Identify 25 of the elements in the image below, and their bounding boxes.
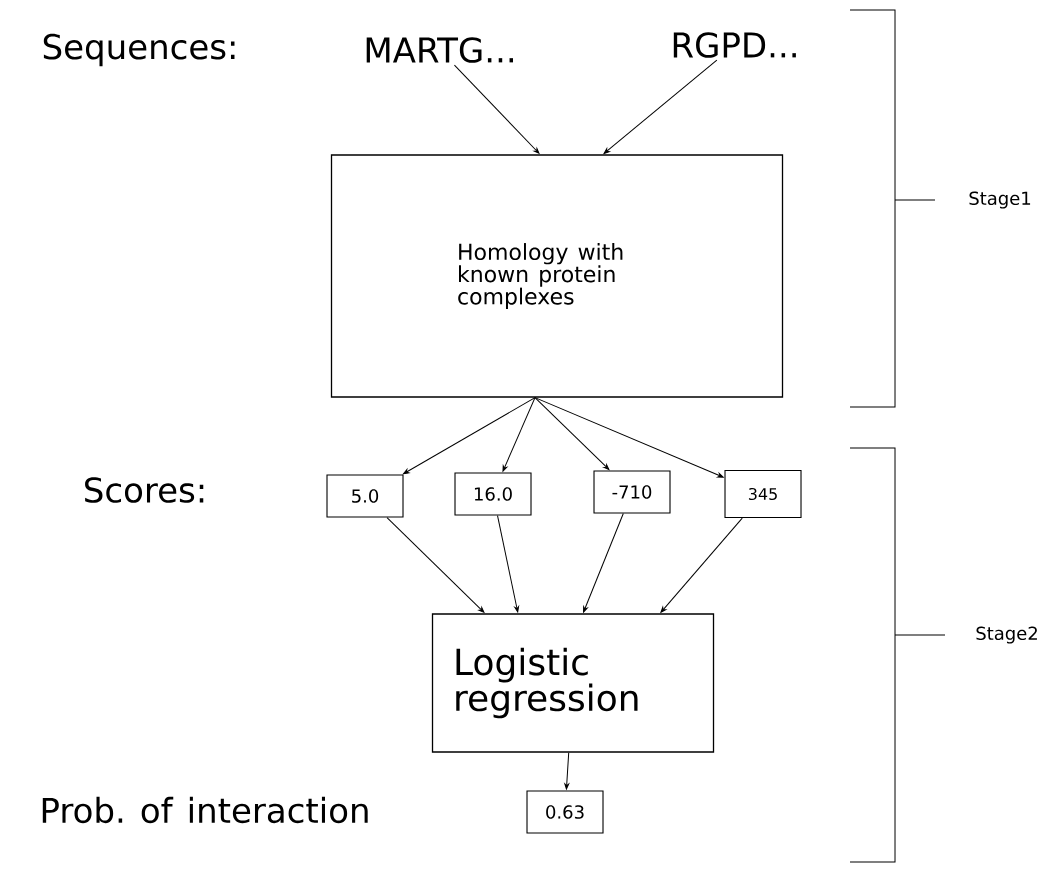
label-text: Stage2 bbox=[976, 626, 1037, 644]
process-box: Homology with known protein complexes bbox=[330, 154, 784, 398]
arrow bbox=[660, 517, 743, 613]
arrow bbox=[386, 517, 485, 613]
score-box: 5.0 bbox=[326, 474, 404, 518]
arrow bbox=[603, 59, 718, 154]
sequence-text: MARTG... bbox=[366, 37, 514, 63]
label-text: Prob. of interaction bbox=[42, 796, 368, 824]
sequence-text: RGPD... bbox=[673, 32, 796, 58]
arrow bbox=[453, 64, 540, 154]
label-text: Scores: bbox=[85, 477, 204, 503]
score-box: 345 bbox=[724, 469, 802, 519]
arrow bbox=[534, 397, 610, 470]
label-text: Sequences: bbox=[43, 33, 235, 67]
arrow bbox=[583, 513, 624, 613]
score-box: 0.63 bbox=[526, 790, 604, 834]
label-text: Stage1 bbox=[969, 191, 1031, 209]
score-box: 16.0 bbox=[454, 472, 532, 516]
process-box: Logistic regression bbox=[431, 613, 715, 753]
arrow bbox=[402, 397, 536, 475]
arrow bbox=[497, 515, 520, 613]
arrow bbox=[564, 752, 570, 790]
arrow bbox=[534, 397, 724, 478]
arrow bbox=[502, 397, 536, 472]
score-box: -710 bbox=[593, 470, 671, 514]
